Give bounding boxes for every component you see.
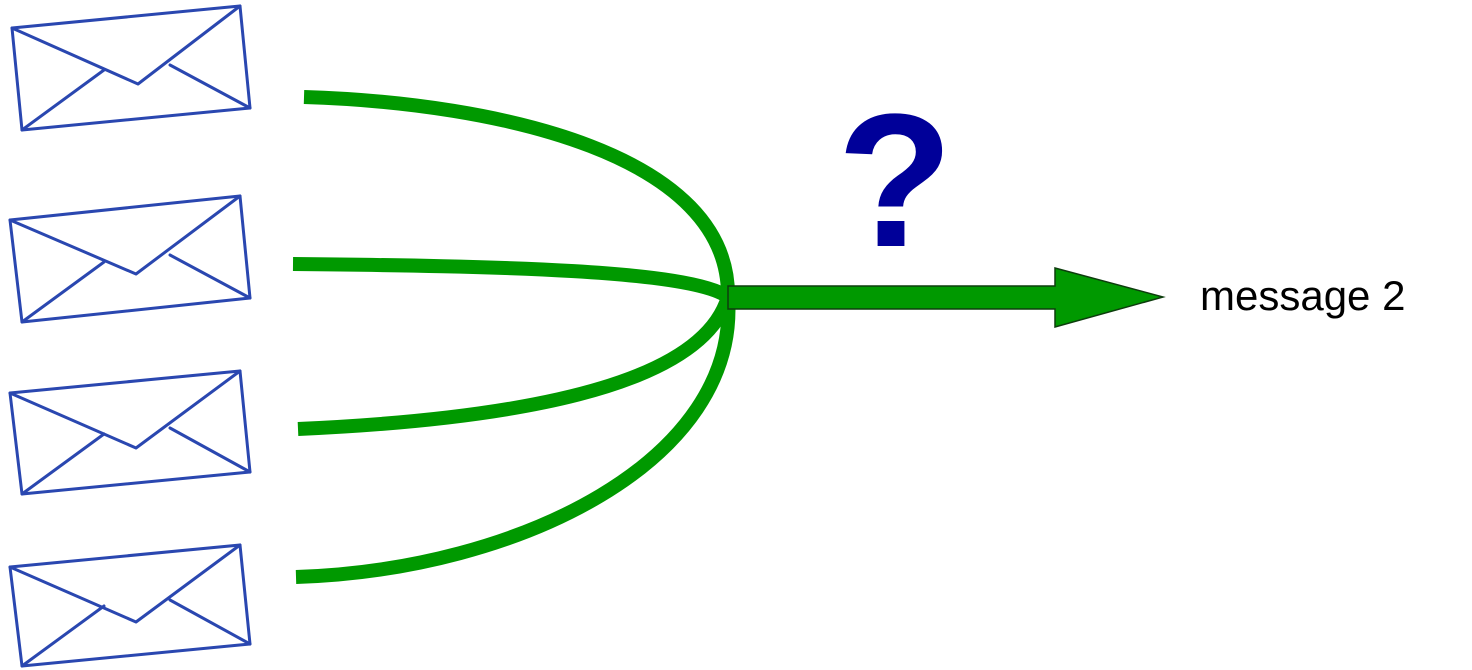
envelope-icon [8,543,252,668]
envelope-icon [10,4,252,132]
flow-line [292,257,733,303]
envelope-icon [8,369,252,496]
envelope-icon [8,194,252,324]
flow-line [295,296,736,584]
output-arrow [727,267,1166,328]
flow-line [303,90,736,298]
question-mark-icon: ? [837,75,953,287]
flow-line [297,294,735,436]
output-label: message 2 [1200,272,1405,319]
